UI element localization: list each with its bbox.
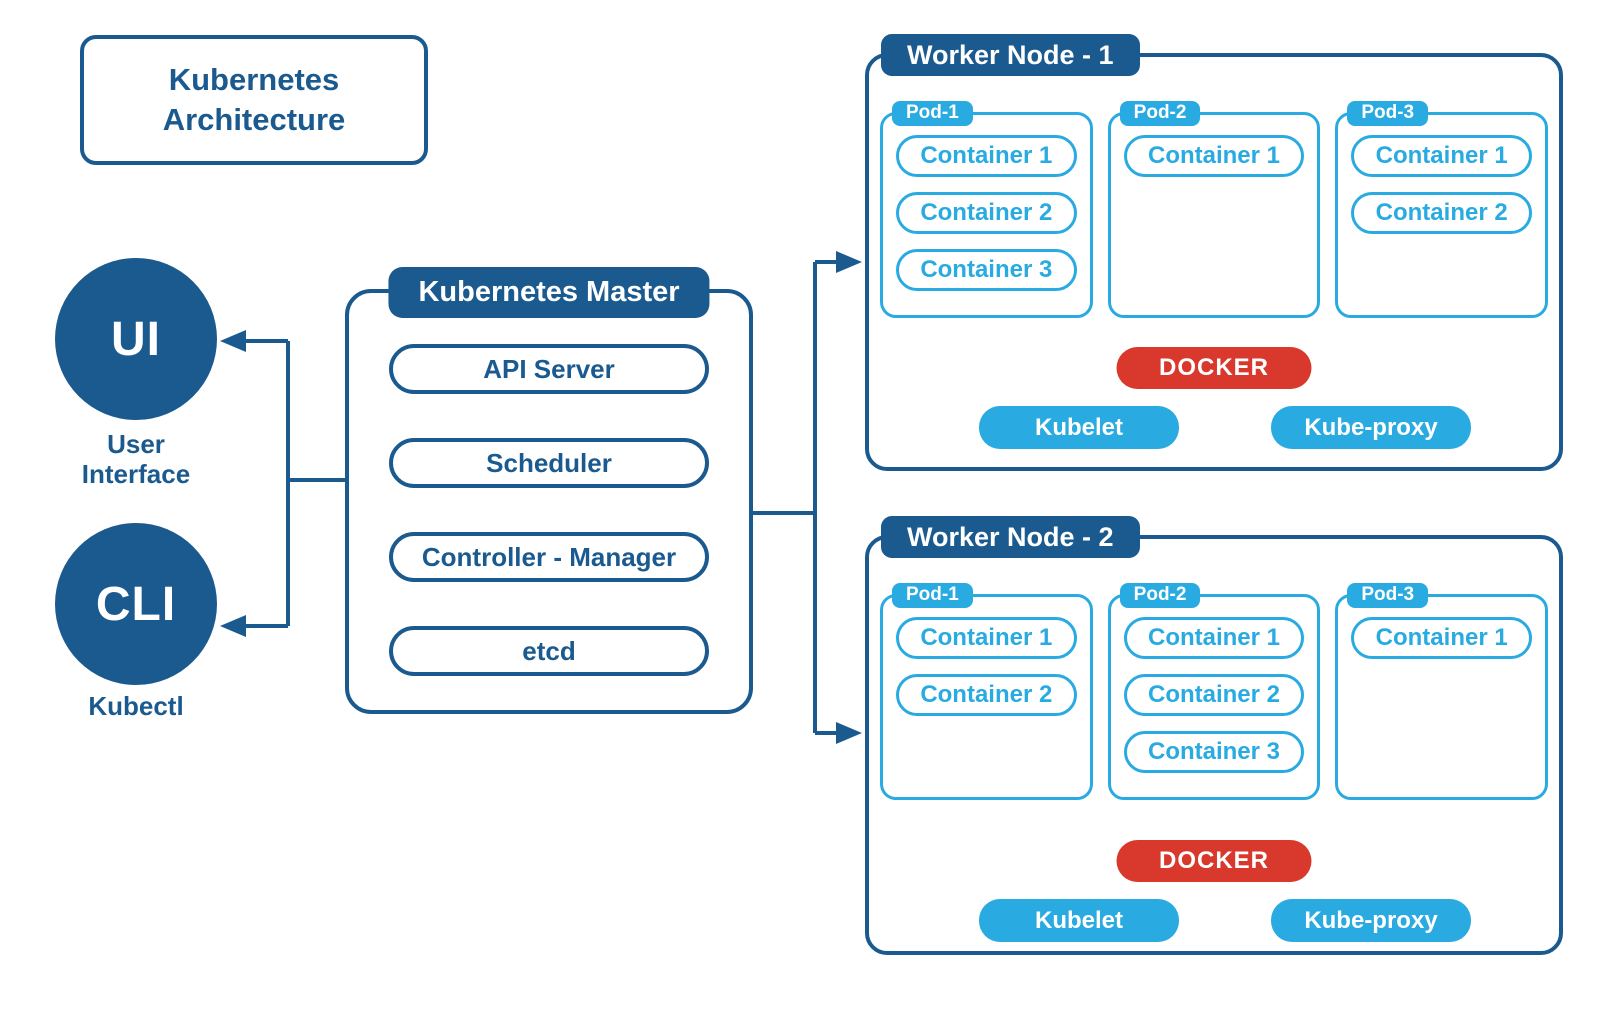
pod-header: Pod-3 bbox=[1347, 583, 1429, 608]
container-pill: Container 2 bbox=[1123, 674, 1305, 716]
pod-header: Pod-1 bbox=[892, 101, 973, 126]
master-component-scheduler: Scheduler bbox=[389, 438, 709, 488]
docker-runtime-badge: DOCKER bbox=[1116, 347, 1312, 389]
client-circle-ui: UI bbox=[55, 258, 217, 420]
container-pill: Container 2 bbox=[1351, 192, 1533, 234]
master-component-controller-manager: Controller - Manager bbox=[389, 532, 709, 582]
docker-runtime-badge: DOCKER bbox=[1116, 840, 1312, 882]
container-pill: Container 2 bbox=[896, 674, 1077, 716]
worker-node-1-header: Worker Node - 1 bbox=[881, 34, 1140, 76]
container-pill: Container 1 bbox=[896, 135, 1077, 177]
arrowhead-to-worker2-icon bbox=[836, 722, 862, 744]
container-pill: Container 2 bbox=[896, 192, 1077, 234]
node-services-row: Kubelet Kube-proxy bbox=[979, 899, 1471, 942]
right-connector-line bbox=[745, 262, 817, 733]
container-pill: Container 1 bbox=[1351, 617, 1533, 659]
arrowhead-to-ui-icon bbox=[220, 330, 246, 352]
kubelet-badge: Kubelet bbox=[979, 899, 1179, 942]
kube-proxy-badge: Kube-proxy bbox=[1271, 899, 1471, 942]
client-circle-cli: CLI bbox=[55, 523, 217, 685]
container-pill: Container 1 bbox=[896, 617, 1077, 659]
kubernetes-master-header: Kubernetes Master bbox=[388, 267, 710, 318]
container-pill: Container 3 bbox=[1123, 731, 1305, 773]
container-pill: Container 1 bbox=[1351, 135, 1533, 177]
master-component-api-server: API Server bbox=[389, 344, 709, 394]
pod-header: Pod-3 bbox=[1347, 101, 1429, 126]
pod-header: Pod-2 bbox=[1119, 101, 1201, 126]
kube-proxy-badge: Kube-proxy bbox=[1271, 406, 1471, 449]
worker-node-2-header: Worker Node - 2 bbox=[881, 516, 1140, 558]
arrowhead-to-cli-icon bbox=[220, 615, 246, 637]
pod-header: Pod-1 bbox=[892, 583, 973, 608]
node-services-row: Kubelet Kube-proxy bbox=[979, 406, 1471, 449]
kubelet-badge: Kubelet bbox=[979, 406, 1179, 449]
container-pill: Container 3 bbox=[896, 249, 1077, 291]
arrowhead-to-worker1-icon bbox=[836, 251, 862, 273]
pod-header: Pod-2 bbox=[1119, 583, 1201, 608]
container-pill: Container 1 bbox=[1123, 617, 1305, 659]
left-connector-line bbox=[286, 341, 345, 626]
container-pill: Container 1 bbox=[1123, 135, 1305, 177]
master-component-etcd: etcd bbox=[389, 626, 709, 676]
client-label-cli: Kubectl bbox=[88, 691, 184, 721]
